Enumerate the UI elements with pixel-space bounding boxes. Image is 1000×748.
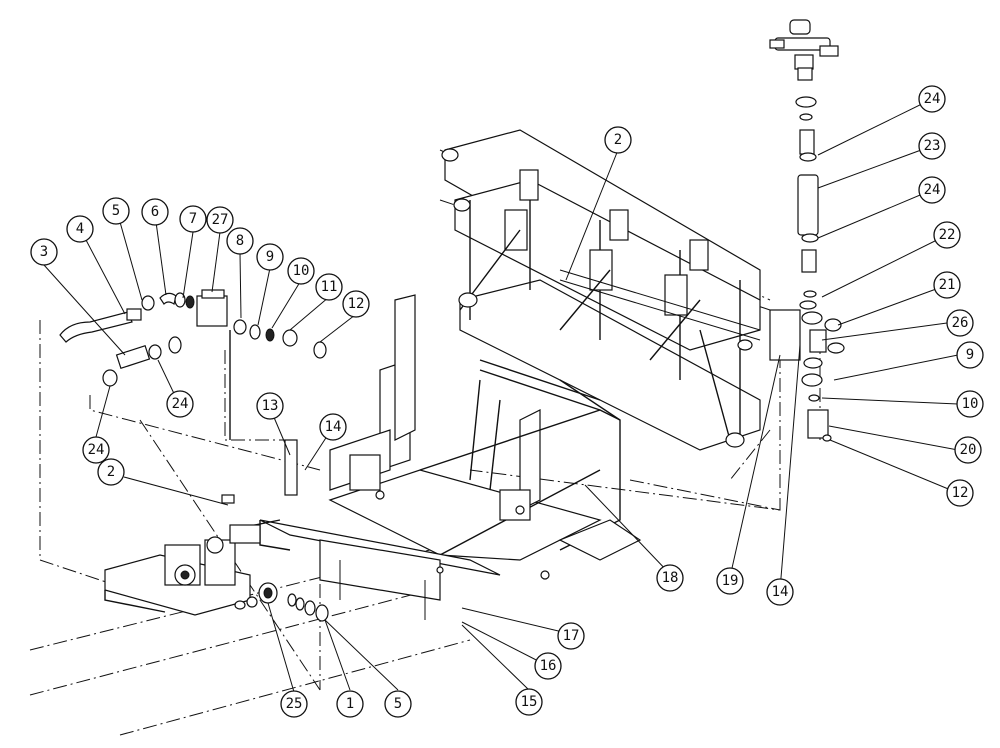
svg-text:4: 4 bbox=[76, 221, 84, 237]
hose-parts bbox=[59, 289, 327, 496]
svg-text:9: 9 bbox=[966, 347, 974, 363]
svg-text:18: 18 bbox=[662, 570, 679, 586]
callout-8: 8 bbox=[226, 227, 254, 255]
svg-text:16: 16 bbox=[540, 658, 557, 674]
callout-24-b: 24 bbox=[166, 390, 194, 418]
callout-12-right: 12 bbox=[946, 479, 974, 507]
svg-text:5: 5 bbox=[112, 203, 120, 219]
callout-16: 16 bbox=[534, 652, 562, 680]
leader-lines bbox=[43, 98, 959, 693]
valve-assembly bbox=[104, 494, 329, 622]
svg-text:21: 21 bbox=[939, 277, 956, 293]
svg-text:27: 27 bbox=[212, 212, 229, 228]
callout-21: 21 bbox=[933, 271, 961, 299]
svg-text:12: 12 bbox=[348, 296, 365, 312]
callout-1: 1 bbox=[336, 690, 364, 718]
boom-frame bbox=[441, 129, 761, 451]
svg-text:22: 22 bbox=[939, 227, 956, 243]
swivel-assembly bbox=[769, 19, 845, 442]
svg-text:2: 2 bbox=[107, 464, 115, 480]
callout-6: 6 bbox=[141, 198, 169, 226]
svg-text:2: 2 bbox=[614, 132, 622, 148]
callout-10-left: 10 bbox=[287, 257, 315, 285]
svg-text:25: 25 bbox=[286, 696, 303, 712]
callout-18: 18 bbox=[656, 564, 684, 592]
svg-text:20: 20 bbox=[960, 442, 977, 458]
svg-text:10: 10 bbox=[962, 396, 979, 412]
callout-24-c: 24 bbox=[918, 85, 946, 113]
callout-5-bottom: 5 bbox=[384, 690, 412, 718]
svg-text:8: 8 bbox=[236, 233, 244, 249]
callout-2-left: 2 bbox=[97, 458, 125, 486]
svg-text:7: 7 bbox=[189, 211, 197, 227]
callout-12-left: 12 bbox=[342, 290, 370, 318]
svg-text:24: 24 bbox=[924, 182, 941, 198]
svg-text:3: 3 bbox=[40, 244, 48, 260]
callout-17: 17 bbox=[557, 622, 585, 650]
svg-text:1: 1 bbox=[346, 696, 354, 712]
svg-text:24: 24 bbox=[924, 91, 941, 107]
svg-text:10: 10 bbox=[293, 263, 310, 279]
svg-text:6: 6 bbox=[151, 204, 159, 220]
callout-24-d: 24 bbox=[918, 176, 946, 204]
svg-text:12: 12 bbox=[952, 485, 969, 501]
callout-9-left: 9 bbox=[256, 243, 284, 271]
callout-26: 26 bbox=[946, 309, 974, 337]
callout-2-top: 2 bbox=[604, 126, 632, 154]
callout-14-right: 14 bbox=[766, 578, 794, 606]
callout-20: 20 bbox=[954, 436, 982, 464]
mount-frame bbox=[259, 294, 642, 620]
callout-3: 3 bbox=[30, 238, 58, 266]
svg-text:23: 23 bbox=[924, 138, 941, 154]
callout-14-left: 14 bbox=[319, 413, 347, 441]
callout-15: 15 bbox=[515, 688, 543, 716]
svg-text:11: 11 bbox=[321, 279, 338, 295]
callout-23: 23 bbox=[918, 132, 946, 160]
callout-27: 27 bbox=[206, 206, 234, 234]
svg-text:14: 14 bbox=[325, 419, 342, 435]
svg-text:24: 24 bbox=[88, 442, 105, 458]
callout-9-right: 9 bbox=[956, 341, 984, 369]
callout-24-a: 24 bbox=[82, 436, 110, 464]
svg-text:13: 13 bbox=[262, 398, 279, 414]
svg-text:24: 24 bbox=[172, 396, 189, 412]
callout-19: 19 bbox=[716, 567, 744, 595]
callout-5-top: 5 bbox=[102, 197, 130, 225]
callout-13: 13 bbox=[256, 392, 284, 420]
callout-7: 7 bbox=[179, 205, 207, 233]
callout-4: 4 bbox=[66, 215, 94, 243]
svg-text:17: 17 bbox=[563, 628, 580, 644]
callout-11: 11 bbox=[315, 273, 343, 301]
svg-text:5: 5 bbox=[394, 696, 402, 712]
svg-text:19: 19 bbox=[722, 573, 739, 589]
callout-10-right: 10 bbox=[956, 390, 984, 418]
svg-text:9: 9 bbox=[266, 249, 274, 265]
svg-text:14: 14 bbox=[772, 584, 789, 600]
callout-22: 22 bbox=[933, 221, 961, 249]
callout-25: 25 bbox=[280, 690, 308, 718]
svg-text:15: 15 bbox=[521, 694, 538, 710]
svg-text:26: 26 bbox=[952, 315, 969, 331]
